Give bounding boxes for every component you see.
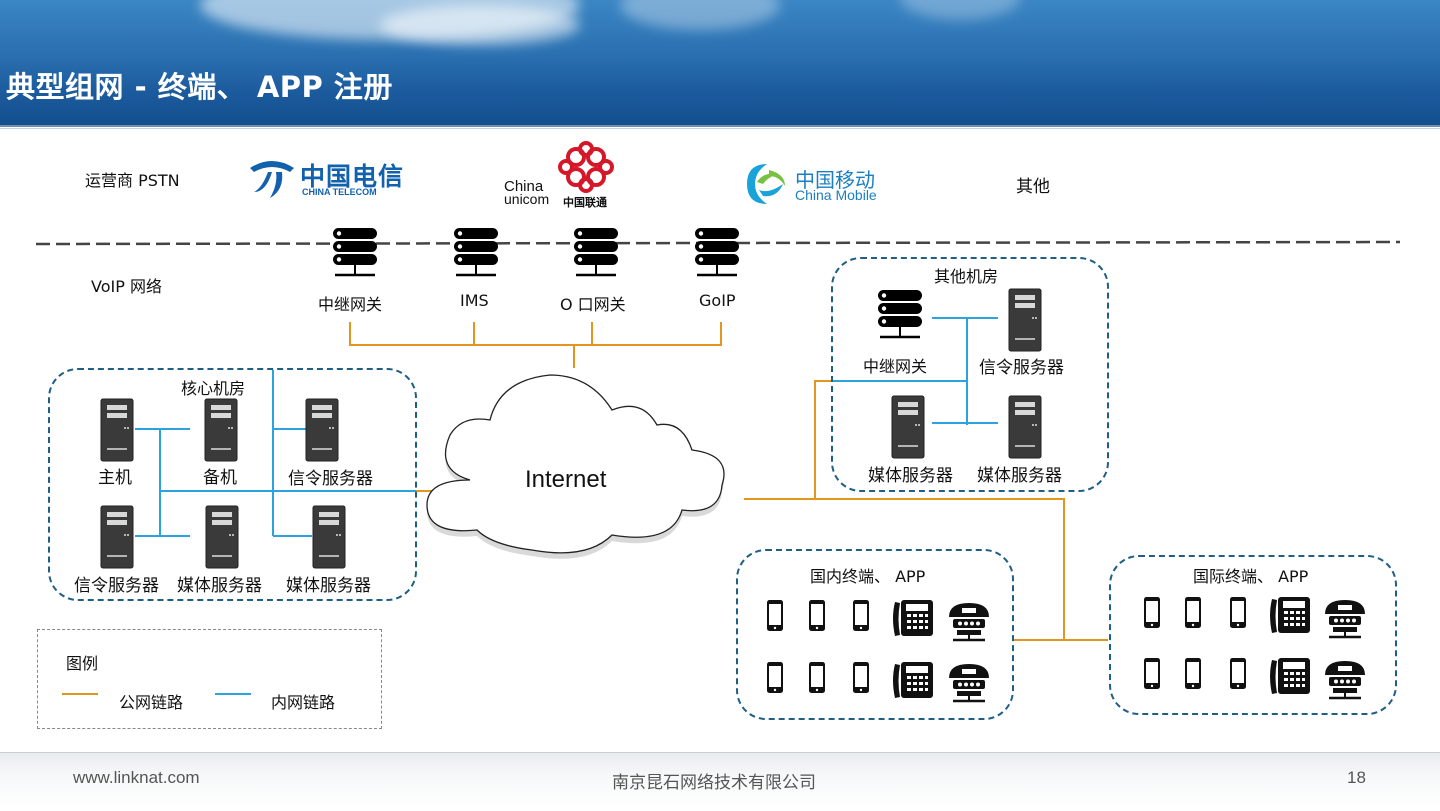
- gateway-label: GoIP: [699, 291, 736, 310]
- footer-url: www.linknat.com: [73, 768, 200, 787]
- mobile-logo-en: China Mobile: [795, 187, 877, 203]
- equipment-label: 中继网关: [863, 357, 928, 376]
- other-carrier-label: 其他: [1016, 177, 1050, 197]
- china-mobile-logo-icon: [747, 164, 785, 204]
- equipment-label: 媒体服务器: [868, 466, 953, 486]
- slide-title: 典型组网 - 终端、 APP 注册: [6, 70, 393, 104]
- other-room-internal-links: [833, 317, 998, 425]
- other-room-title: 其他机房: [934, 267, 999, 286]
- voip-label: VoIP 网络: [91, 277, 162, 296]
- core-room-box: [48, 368, 417, 601]
- china-unicom-knot-icon: [558, 141, 614, 193]
- header-cloud: [380, 5, 580, 45]
- unicom-logo-en1: China: [504, 178, 544, 195]
- core-internal-links: [135, 370, 416, 537]
- header-divider: [0, 125, 1440, 127]
- server-label: 媒体服务器: [286, 576, 371, 596]
- trunk-gateway-icon: [331, 226, 379, 277]
- legend-box: [37, 629, 382, 729]
- footer-company: 南京昆石网络技术有限公司: [612, 773, 816, 793]
- server-label: 信令服务器: [288, 469, 373, 489]
- equipment-label: 信令服务器: [979, 358, 1064, 378]
- internet-label: Internet: [525, 466, 607, 493]
- fxo-gateway-icon: [572, 226, 620, 277]
- header-divider-light: [0, 128, 1440, 129]
- internet-cloud-icon: [426, 374, 725, 559]
- server-label: 备机: [203, 468, 237, 488]
- server-label: 媒体服务器: [177, 576, 262, 596]
- slide-header: [0, 0, 1440, 125]
- telecom-logo-cn: 中国电信: [300, 162, 405, 191]
- server-label: 信令服务器: [74, 576, 159, 596]
- gateway-label: O 口网关: [560, 295, 626, 314]
- legend-public-label: 公网链路: [119, 693, 184, 712]
- server-label: 主机: [98, 468, 132, 488]
- domestic-title: 国内终端、 APP: [810, 567, 926, 586]
- telecom-logo-en: CHINA TELECOM: [302, 187, 377, 197]
- legend-title: 图例: [66, 654, 99, 673]
- china-telecom-logo-icon: [250, 161, 294, 198]
- equipment-label: 媒体服务器: [977, 466, 1062, 486]
- page-number: 18: [1347, 768, 1366, 787]
- other-room-box: [831, 257, 1109, 492]
- goip-gateway-icon: [693, 226, 741, 277]
- gateway-label: 中继网关: [318, 295, 383, 314]
- pstn-label: 运营商 PSTN: [85, 171, 180, 190]
- ims-server-icon: [452, 226, 500, 277]
- unicom-logo-en2: unicom: [504, 191, 550, 207]
- core-room-title: 核心机房: [181, 379, 246, 398]
- legend-internal-label: 内网链路: [271, 693, 336, 712]
- international-terminals-box: [1109, 555, 1397, 715]
- gateway-label: IMS: [460, 291, 489, 310]
- international-title: 国际终端、 APP: [1193, 567, 1309, 586]
- unicom-logo-cn: 中国联通: [563, 196, 607, 209]
- mobile-logo-cn: 中国移动: [795, 168, 875, 192]
- slide-footer: [0, 752, 1440, 811]
- header-cloud: [900, 0, 1020, 20]
- domestic-terminals-box: [736, 549, 1014, 720]
